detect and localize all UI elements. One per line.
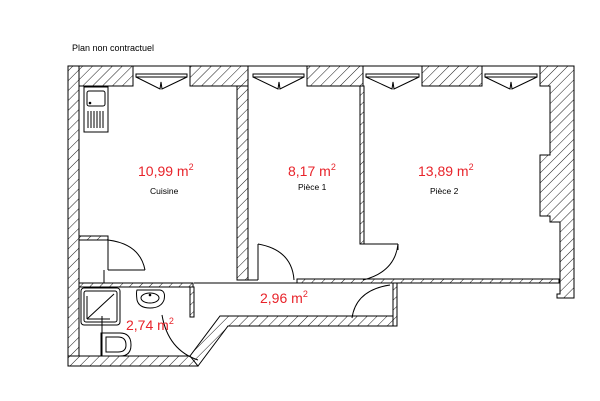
wall-left: [67, 65, 80, 367]
partitions: [78, 85, 560, 327]
area-piece2: 13,89 m2: [418, 162, 474, 179]
wall-corridor-right: [392, 282, 398, 327]
window-piece1: [248, 65, 307, 90]
room-name-piece1: Pièce 1: [298, 182, 327, 192]
room-name-cuisine: Cuisine: [150, 186, 179, 196]
door-entrance: [351, 284, 391, 319]
windows: [133, 65, 540, 90]
wall-piece1-piece2: [359, 85, 365, 245]
fixtures: [80, 86, 165, 357]
area-piece1: 8,17 m2: [288, 162, 336, 179]
wall-corridor-bottom: [189, 315, 394, 367]
door-closet: [107, 239, 146, 271]
washbasin: [136, 289, 165, 309]
wall-top-mid2: [306, 65, 364, 87]
doors: [107, 239, 399, 361]
area-corridor: 2,96 m2: [260, 289, 308, 306]
wall-right: [539, 65, 575, 299]
room-name-piece2: Pièce 2: [430, 186, 459, 196]
wall-cuisine-piece1: [236, 85, 249, 281]
door-piece2: [362, 243, 399, 281]
wall-closet-top: [78, 235, 109, 241]
wall-bottom-left: [67, 355, 199, 367]
shower: [80, 287, 121, 326]
kitchen-sink: [83, 86, 109, 133]
window-cuisine: [133, 65, 190, 90]
window-piece2-left: [363, 65, 422, 90]
toilet: [100, 332, 132, 357]
area-cuisine: 10,99 m2: [138, 162, 194, 179]
wall-top-mid3: [421, 65, 483, 87]
wall-rooms-bottom-right: [296, 278, 560, 284]
plan-caption: Plan non contractuel: [72, 43, 155, 53]
walls: [67, 65, 575, 367]
wall-bath-right: [189, 286, 195, 318]
window-piece2-right: [482, 65, 540, 90]
wall-bath-top: [78, 282, 194, 288]
door-piece1: [257, 243, 295, 281]
door-bathroom: [161, 314, 199, 361]
area-bathroom: 2,74 m2: [126, 316, 174, 333]
wall-top-mid1: [189, 65, 249, 87]
